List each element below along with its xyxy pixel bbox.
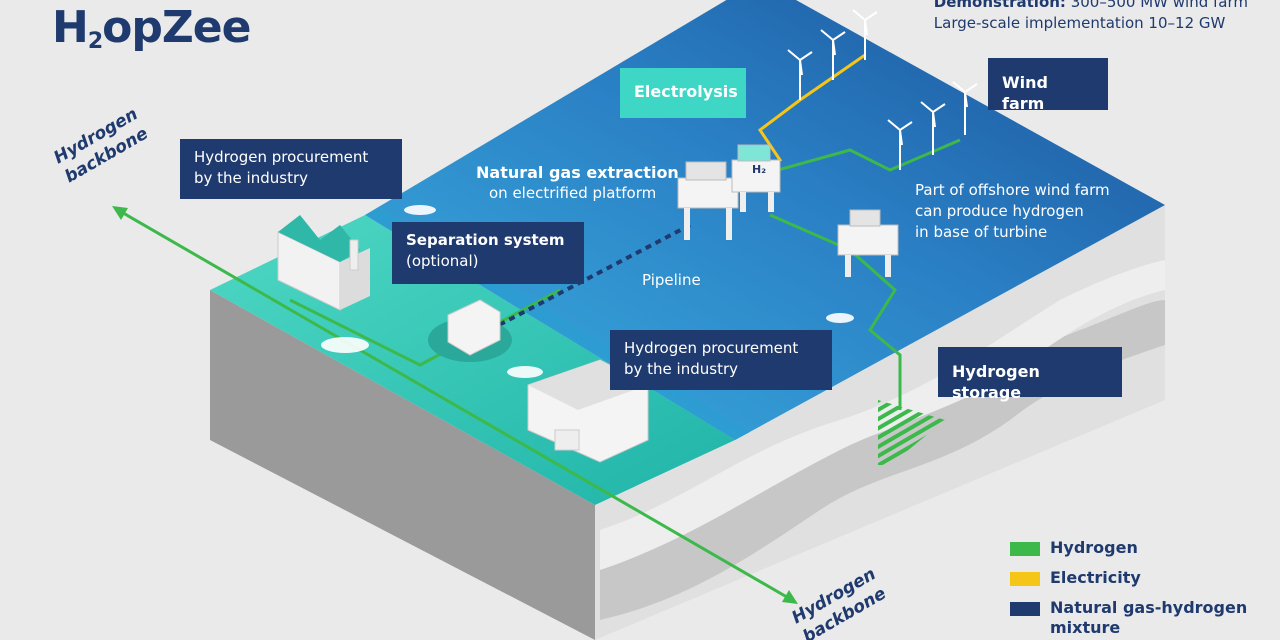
legend-item-electricity: Electricity (1010, 568, 1270, 588)
legend-swatch-electricity (1010, 572, 1040, 586)
legend-swatch-mixture (1010, 602, 1040, 616)
backbone-arrow-top (112, 206, 128, 220)
storage-platform (837, 209, 899, 277)
demo-label: Demonstration: (933, 0, 1066, 11)
legend: Hydrogen Electricity Natural gas-hydroge… (1010, 538, 1270, 640)
scale-info: Demonstration: 300–500 MW wind farm Larg… (934, 0, 1248, 34)
natural-gas-title: Natural gas extraction (476, 163, 679, 182)
backbone-arrow-bottom (782, 590, 798, 604)
backbone-pipe (117, 208, 793, 602)
legend-item-hydrogen: Hydrogen (1010, 538, 1270, 558)
clouds (321, 205, 854, 378)
legend-swatch-hydrogen (1010, 542, 1040, 556)
hydrogen-from-turbines (759, 138, 961, 177)
storage-box: Hydrogen storage (938, 347, 1122, 402)
separation-unit (428, 299, 512, 362)
gas-platform (677, 161, 739, 240)
electrolysis-box: Electrolysis (620, 68, 746, 118)
procurement-bottom-box: Hydrogen procurement by the industry (610, 330, 832, 390)
app-title: H2opZee (52, 2, 251, 54)
large-scale-info: Large-scale implementation 10–12 GW (933, 14, 1226, 32)
natural-gas-subtitle: on electrified platform (489, 184, 657, 202)
wind-turbines (787, 9, 978, 170)
hydrogen-land-line (289, 288, 561, 367)
storage-cavern (878, 400, 945, 465)
legend-item-mixture: Natural gas-hydrogen mixture (1010, 598, 1270, 638)
factory-top (277, 215, 370, 311)
wind-farm-box: Wind farm (988, 58, 1108, 113)
demo-value: 300–500 MW wind farm (1065, 0, 1248, 11)
pipeline-label: Pipeline (642, 271, 701, 289)
block-left-face (210, 290, 595, 640)
separation-box: Separation system (optional) (392, 222, 584, 284)
offshore-note: Part of offshore wind farm can produce h… (915, 181, 1110, 241)
procurement-top-box: Hydrogen procurement by the industry (180, 139, 402, 199)
electrolysis-platform (731, 144, 781, 212)
h2-badge: H₂ (752, 163, 767, 176)
hydrogen-to-storage (769, 213, 902, 410)
